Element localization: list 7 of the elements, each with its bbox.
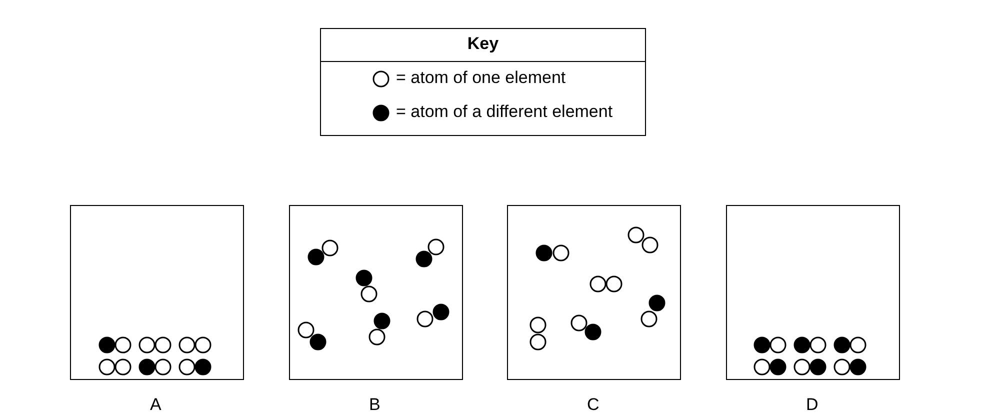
box-label: C [587, 395, 600, 415]
legend-text: = atom of one element [396, 68, 566, 88]
box-label: D [806, 395, 818, 415]
box-label: A [150, 395, 162, 415]
box-label: B [369, 395, 380, 415]
key-heading: Key [466, 34, 500, 54]
legend-text: = atom of a different element [396, 102, 613, 122]
